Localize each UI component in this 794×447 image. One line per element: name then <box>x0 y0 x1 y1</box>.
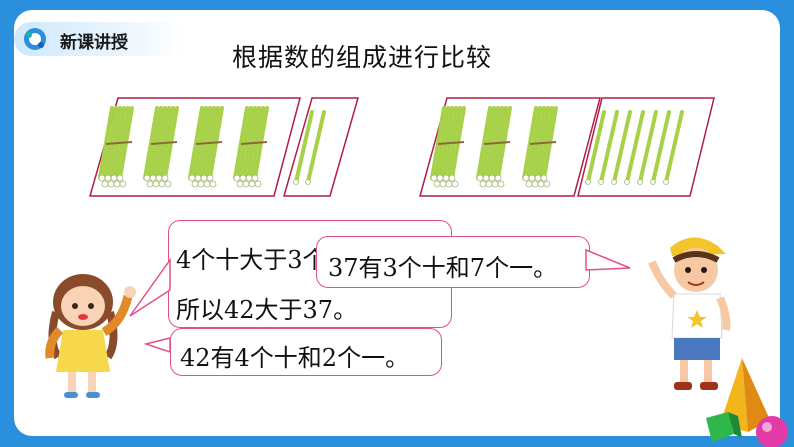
right-single-6 <box>650 110 671 185</box>
left-single-2 <box>305 110 326 185</box>
right-single-5 <box>637 110 658 185</box>
frame-right-singles <box>577 97 715 197</box>
bubble-37 <box>316 236 590 288</box>
sticks-layer <box>98 106 684 188</box>
frame-left-singles <box>283 97 359 197</box>
text-37: 37有3个十和7个一。 <box>328 254 558 282</box>
text-conclusion: 所以42大于37。 <box>176 296 358 324</box>
frame-right-bundles <box>419 97 601 197</box>
girl-illustration <box>45 274 136 398</box>
right-bundle-1 <box>430 106 466 188</box>
left-single-1 <box>293 110 314 185</box>
frame-left-bundles <box>89 97 301 197</box>
left-bundle-1 <box>98 106 134 188</box>
right-single-2 <box>598 110 619 185</box>
right-bundle-2 <box>476 106 512 188</box>
left-bundle-3 <box>188 106 224 188</box>
left-bundle-4 <box>233 106 269 188</box>
page-title: 根据数的组成进行比较 <box>232 43 493 72</box>
right-single-7 <box>663 110 684 185</box>
logo-icon <box>24 28 46 50</box>
geometric-shapes <box>706 358 788 447</box>
section-label: 新课讲授 <box>60 33 128 53</box>
right-single-3 <box>611 110 632 185</box>
right-single-1 <box>585 110 606 185</box>
right-single-4 <box>624 110 645 185</box>
right-bundle-3 <box>522 106 558 188</box>
boy-illustration <box>648 237 731 390</box>
left-bundle-2 <box>143 106 179 188</box>
text-42: 42有4个十和2个一。 <box>180 344 410 372</box>
